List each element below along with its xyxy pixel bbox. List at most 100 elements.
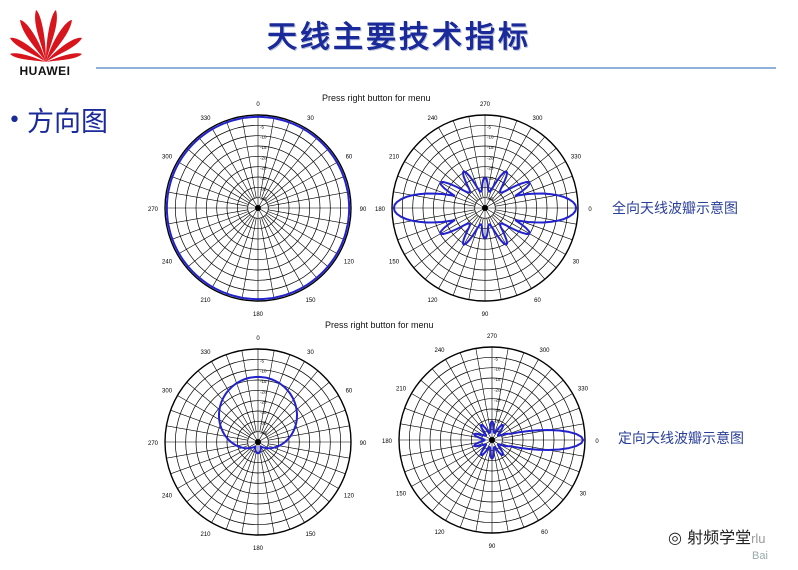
polar-spoke [267,175,346,205]
polar-spoke [211,441,259,523]
angle-label: 30 [307,116,314,122]
polar-spoke [498,368,553,433]
angle-label: 120 [434,530,445,536]
polar-spoke [265,381,330,436]
polar-spoke [261,217,291,296]
ring-label: -30 [260,176,267,181]
polar-spoke [397,211,476,241]
polar-spoke [475,450,491,532]
polar-spoke [259,218,275,300]
title-divider [96,67,776,69]
ring-label: -40 [494,429,501,434]
polar-spoke [257,207,305,289]
polar-plot-directional-horizontal: 0306090120150180210240270300330-5-10-15-… [148,336,367,552]
watermark: ◎ 射频学堂rlu [668,524,766,548]
polar-center [482,205,488,211]
polar-spoke [197,370,252,435]
ring-label: -20 [260,155,267,160]
polar-spoke [268,443,350,459]
polar-spoke [459,449,489,528]
polar-spoke [211,361,259,443]
polar-spoke [211,127,259,209]
polar-spoke [177,207,259,255]
polar-spoke [404,161,486,209]
angle-label: 330 [200,350,211,356]
polar-spoke [257,127,305,209]
polar-spoke [495,209,577,225]
angle-label: 300 [162,389,173,395]
polar-spoke [393,209,475,225]
polar-spoke [265,147,330,202]
ring-label: -15 [260,145,267,150]
polar-spoke [493,348,509,430]
angle-label: 300 [539,348,550,354]
polar-spoke [393,191,475,207]
ring-label: -35 [260,186,267,191]
polar-spoke [257,441,305,523]
polar-spoke [170,175,249,205]
ring-label: -40 [487,197,494,202]
watermark-extra: rlu [751,531,766,546]
menu-hint-bottom: Press right button for menu [325,320,434,330]
ring-label: -40 [260,431,267,436]
polar-spoke [431,447,486,512]
polar-spoke [498,447,553,512]
polar-spoke [265,214,330,269]
polar-spoke [486,116,502,198]
polar-spoke [225,354,255,433]
ring-label: -35 [487,186,494,191]
polar-spoke [170,409,249,439]
angle-label: 180 [253,546,264,552]
brand-name: HUAWEI [19,64,71,78]
angle-label: 90 [489,544,496,550]
polar-spoke [400,441,482,457]
angle-label: 60 [541,530,548,536]
angle-label: 120 [344,494,355,500]
polar-spoke [170,211,249,241]
angle-label: 210 [389,155,400,161]
polar-spoke [499,379,564,434]
ring-label: -25 [494,398,501,403]
radiation-pattern-curve [473,420,585,460]
polar-spoke [186,214,251,269]
polar-spoke [494,211,573,241]
ring-label: -15 [260,379,267,384]
polar-spoke [264,215,319,280]
polar-spoke [177,395,259,443]
ring-label: -20 [494,387,501,392]
polar-spoke [186,448,251,503]
angle-label: 270 [148,207,159,213]
angle-label: 120 [427,298,438,304]
polar-spoke [225,451,255,530]
polar-plot-omni-horizontal: 0306090120150180210240270300330-5-10-15-… [148,102,367,318]
angle-label: 0 [256,336,260,342]
angle-label: 330 [200,116,211,122]
ring-label: -20 [260,389,267,394]
angle-label: 150 [305,532,316,538]
polar-spoke [166,425,248,441]
angle-label: 240 [162,260,173,266]
polar-spoke [459,352,489,431]
wechat-icon: ◎ [668,528,682,547]
huawei-logo [10,10,82,62]
ring-label: -10 [487,135,494,140]
angle-label: 270 [148,441,159,447]
angle-label: 0 [588,207,592,213]
angle-label: 330 [571,155,582,161]
polar-spoke [267,409,346,439]
watermark-text: 射频学堂 [687,528,752,547]
angle-label: 90 [360,207,367,213]
polar-spoke [259,452,275,534]
polar-spoke [491,393,573,441]
polar-spoke [264,136,319,201]
polar-spoke [197,215,252,280]
ring-label: -5 [487,124,491,129]
polar-spoke [484,161,566,209]
polar-spoke [257,441,339,489]
angle-label: 120 [344,260,355,266]
polar-spoke [484,207,532,289]
polar-spoke [177,441,259,489]
polar-spoke [211,207,259,289]
angle-label: 180 [382,439,393,445]
